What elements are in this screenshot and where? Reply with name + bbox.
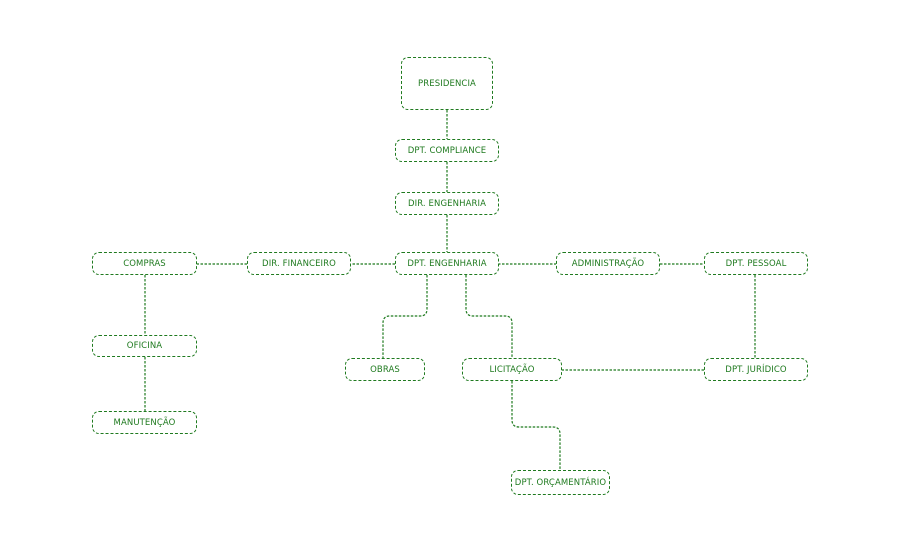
node-administracao: ADMINISTRAÇÃO [556, 252, 660, 275]
node-obras: OBRAS [345, 358, 425, 381]
node-dpt-compliance: DPT. COMPLIANCE [395, 139, 499, 162]
edge-dpt-engenharia-licitacao [465, 275, 513, 358]
node-dpt-pessoal: DPT. PESSOAL [704, 252, 808, 275]
node-oficina: OFICINA [92, 335, 197, 357]
node-presidencia: PRESIDENCIA [401, 57, 493, 110]
node-dpt-orcamentario: DPT. ORÇAMENTÁRIO [511, 470, 610, 495]
node-dir-engenharia: DIR. ENGENHARIA [395, 192, 499, 215]
edge-dpt-engenharia-obras [382, 275, 428, 358]
node-compras: COMPRAS [92, 252, 197, 275]
node-licitacao: LICITAÇÃO [462, 358, 562, 381]
node-manutencao: MANUTENÇÃO [92, 411, 197, 434]
node-dpt-juridico: DPT. JURÍDICO [704, 358, 808, 381]
node-dir-financeiro: DIR. FINANCEIRO [247, 252, 351, 275]
node-dpt-engenharia: DPT. ENGENHARIA [395, 252, 499, 275]
edge-licitacao-orcamentario [511, 381, 561, 470]
